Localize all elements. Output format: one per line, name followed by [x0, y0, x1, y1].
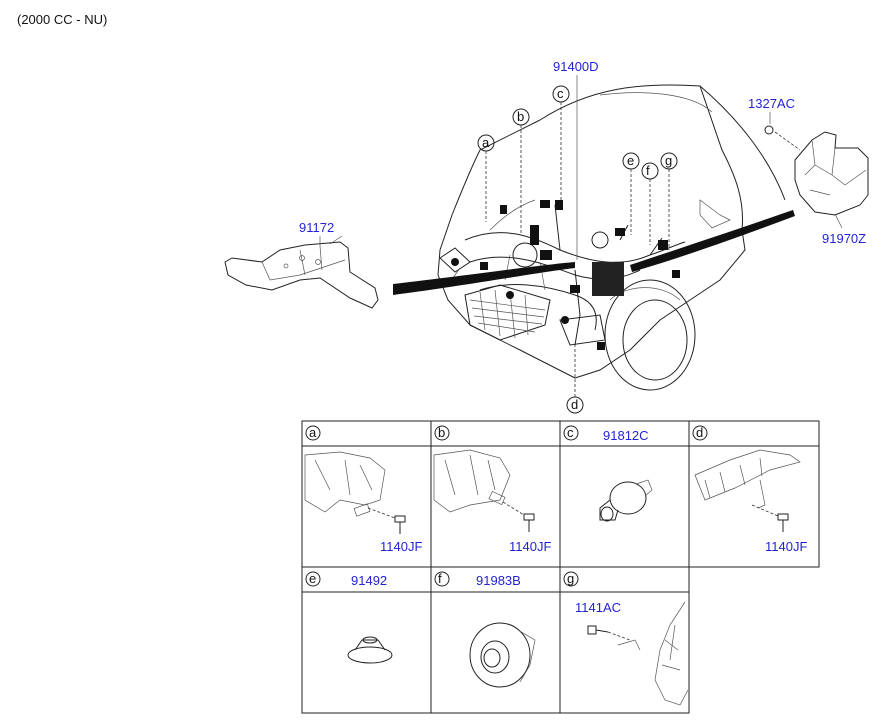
svg-text:g: g [665, 153, 672, 168]
cover-91970Z-drawing [794, 131, 869, 216]
wiring-harness [447, 199, 686, 350]
marker-f[interactable]: f [641, 162, 659, 245]
svg-text:b: b [517, 109, 524, 124]
callout-1327AC[interactable]: 1327AC [748, 96, 795, 111]
nut-icon [764, 125, 774, 135]
engine-note: (2000 CC - NU) [17, 12, 107, 27]
marker-e[interactable]: e [622, 152, 640, 235]
detail-cell-e: e 91492 [305, 571, 393, 664]
pointer-band-right [630, 210, 795, 272]
detail-cell-g: g 1141AC [563, 571, 689, 706]
marker-g[interactable]: g [660, 152, 678, 250]
detail-a-callout[interactable]: 1140JF [380, 539, 422, 554]
svg-text:c: c [567, 425, 574, 440]
grommet-large-icon [469, 622, 536, 688]
detail-d-callout[interactable]: 1140JF [765, 539, 807, 554]
detail-f-part[interactable]: 91983B [476, 573, 521, 588]
bracket-91172-drawing [224, 235, 379, 309]
svg-text:d: d [696, 425, 703, 440]
detail-cell-f: f 91983B [434, 571, 536, 688]
detail-cell-c: c 91812C [563, 425, 653, 522]
detail-e-part[interactable]: 91492 [351, 573, 387, 588]
detail-b-callout[interactable]: 1140JF [509, 539, 551, 554]
detail-cell-b: b 1140JF [433, 425, 551, 554]
detail-grid [301, 420, 820, 714]
callout-91400D[interactable]: 91400D [553, 59, 599, 74]
detail-cell-a: a 1140JF [304, 425, 422, 554]
marker-a[interactable]: a [477, 134, 495, 222]
svg-text:f: f [646, 163, 650, 178]
svg-text:e: e [309, 571, 316, 586]
detail-g-callout[interactable]: 1141AC [575, 600, 621, 615]
callout-91970Z[interactable]: 91970Z [822, 231, 866, 246]
detail-c-part[interactable]: 91812C [603, 428, 649, 443]
svg-text:b: b [438, 425, 445, 440]
marker-b[interactable]: b [512, 108, 530, 235]
pointer-band-left [393, 262, 575, 295]
svg-text:g: g [567, 571, 574, 586]
svg-text:d: d [571, 397, 578, 412]
vehicle-outline [437, 84, 786, 391]
svg-text:c: c [557, 86, 564, 101]
svg-text:f: f [438, 571, 442, 586]
marker-d[interactable]: d [566, 345, 584, 414]
svg-text:e: e [627, 153, 634, 168]
grommet-icon [599, 479, 653, 522]
svg-text:a: a [482, 135, 490, 150]
detail-cell-d: d 1140JF [692, 425, 807, 554]
svg-text:a: a [309, 425, 317, 440]
marker-c[interactable]: c [552, 85, 570, 200]
plug-icon [347, 636, 393, 664]
callout-91172[interactable]: 91172 [299, 220, 334, 235]
